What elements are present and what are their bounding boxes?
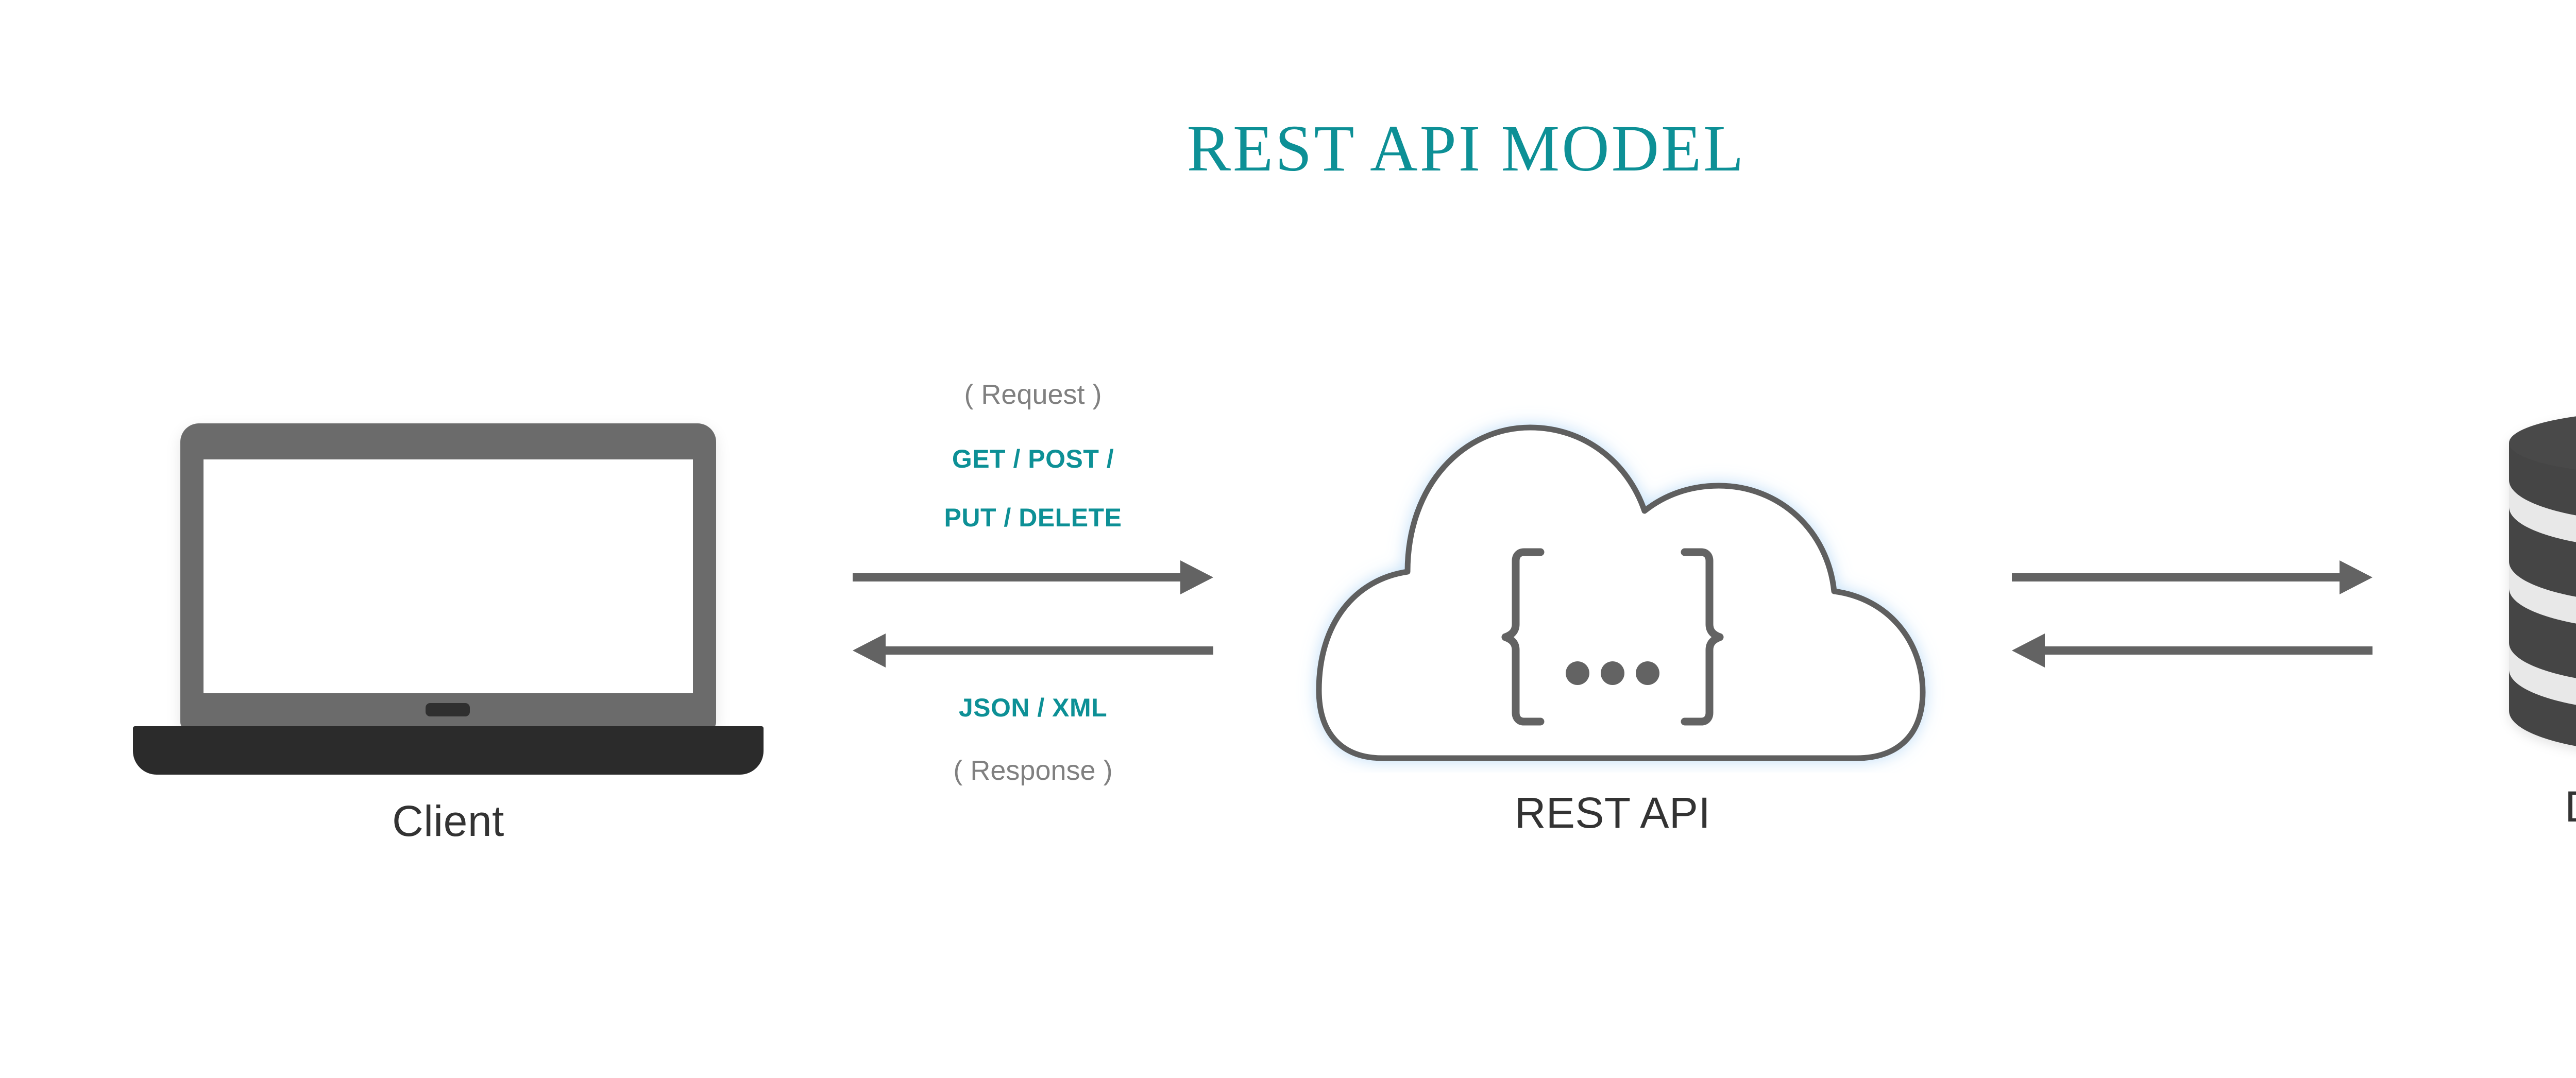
laptop-screen [204,459,693,693]
node-label-client: Client [392,797,504,845]
right-curly-brace-icon [1681,548,1724,726]
arrow-shaft [886,646,1213,655]
arrows-api-database [2012,559,2372,668]
client-label-wrap: Client [124,796,773,846]
arrows-client-api [853,559,1213,668]
arrow-query-right [2012,559,2372,595]
arrow-shaft [853,573,1180,581]
laptop-trackpad-notch [426,703,470,716]
request-caption: ( Request ) [964,379,1102,410]
arrow-result-left [2012,632,2372,668]
database-layer-1-top [2509,416,2576,470]
ellipsis-dot-3-icon [1636,661,1659,685]
response-caption: ( Response ) [953,755,1113,786]
cloud-outline-path [1316,424,1926,761]
http-methods-line-1: GET / POST / [952,444,1114,473]
arrow-shaft [2012,573,2340,581]
arrow-request-right [853,559,1213,595]
laptop-icon [124,402,773,778]
api-label-wrap: REST API [1273,788,1953,838]
node-label-rest-api: REST API [1514,789,1711,837]
arrow-shaft [2045,646,2372,655]
http-methods-line-2: PUT / DELETE [944,503,1122,532]
arrow-head-left-icon [853,634,886,668]
arrow-response-left [853,632,1213,668]
arrow-head-left-icon [2012,634,2045,668]
arrow-head-right-icon [2340,560,2372,594]
node-database: Database [2452,402,2576,832]
ellipsis-dot-2-icon [1601,661,1624,685]
page-title: REST API MODEL [1187,112,1746,185]
database-cylinder-icon [2452,402,2576,762]
database-shape-svg [2509,416,2576,746]
laptop-base [133,726,764,775]
cloud-icon [1273,402,1953,773]
database-label-wrap: Database [2452,782,2576,832]
ellipsis-dot-1-icon [1566,661,1589,685]
cloud-shape-svg [1316,424,1926,761]
node-rest-api: REST API [1273,402,1953,838]
node-label-database: Database [2565,782,2576,831]
arrow-head-right-icon [1180,560,1213,594]
payload-formats-label: JSON / XML [958,693,1108,722]
node-client: Client [124,402,773,846]
database-layers-group [2509,416,2576,746]
left-curly-brace-icon [1501,548,1545,726]
